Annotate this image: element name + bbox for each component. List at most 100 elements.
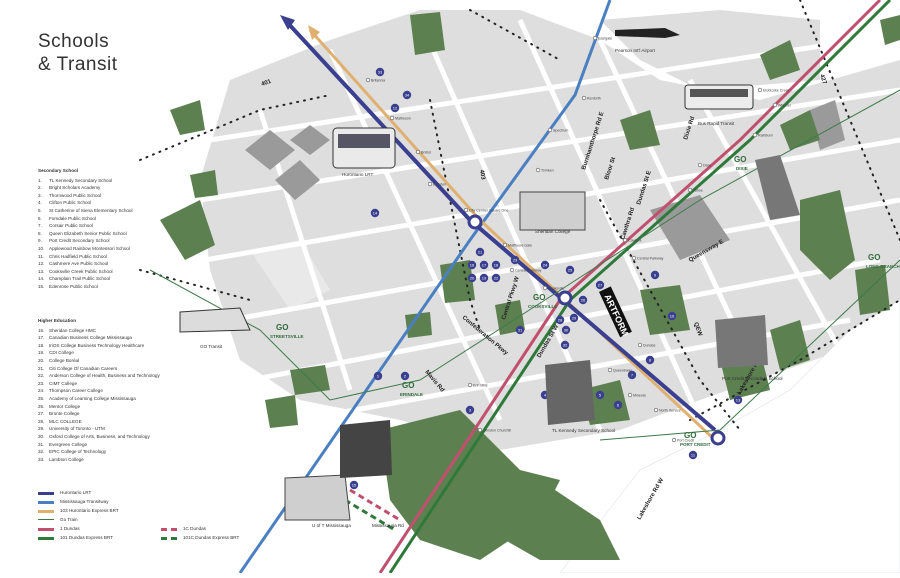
higher-ed-item: 17.Canadian Business College Mississauga <box>38 334 160 342</box>
transit-stop[interactable] <box>509 267 515 273</box>
school-badge[interactable] <box>465 405 475 415</box>
transit-stop[interactable] <box>687 187 693 193</box>
transit-stop[interactable] <box>653 407 659 413</box>
secondary-school-number: 10. <box>38 245 45 251</box>
higher-ed-name: Thompson Career College <box>49 388 103 394</box>
transit-stop[interactable] <box>547 127 553 133</box>
legend-swatch <box>38 537 54 540</box>
school-badge-number: 27 <box>598 283 603 288</box>
school-badge[interactable] <box>373 371 383 381</box>
school-badge[interactable] <box>540 260 550 270</box>
transit-stop[interactable] <box>671 437 677 443</box>
higher-ed-item: 18.triOS College Business Technology Hea… <box>38 342 160 350</box>
school-badge[interactable] <box>688 450 698 460</box>
school-badge[interactable] <box>627 370 637 380</box>
secondary-school-name: Thornwood Public School <box>49 192 102 198</box>
secondary-school-item: 12.Cashmere Ave Public School <box>38 260 133 268</box>
school-badge[interactable] <box>650 270 660 280</box>
school-badge[interactable] <box>595 390 605 400</box>
higher-ed-number: 24. <box>38 388 45 394</box>
school-badge[interactable] <box>613 400 623 410</box>
school-badge-number: 7 <box>631 373 634 378</box>
transit-stop[interactable] <box>631 255 637 261</box>
transit-stop[interactable] <box>502 242 508 248</box>
school-badge[interactable] <box>402 90 412 100</box>
secondary-school-number: 14. <box>38 276 45 282</box>
school-badge[interactable] <box>569 313 579 323</box>
higher-ed-number: 33. <box>38 456 45 462</box>
svg-text:GO: GO <box>402 381 414 390</box>
mississauga-rd-label: Mississauga Rd <box>372 523 404 528</box>
transit-stop[interactable] <box>637 342 643 348</box>
legend-swatch <box>38 501 54 504</box>
transit-stop[interactable] <box>772 102 778 108</box>
school-badge[interactable] <box>479 260 489 270</box>
school-badge[interactable] <box>491 273 501 283</box>
secondary-school-number: 7. <box>38 223 42 229</box>
transit-stop-label: Eglinton <box>433 183 446 187</box>
u-of-t-label: U of T Mississauga <box>312 523 351 528</box>
transit-stop[interactable] <box>427 181 433 187</box>
legend-label: 1C Dundas <box>183 526 206 531</box>
transit-stop[interactable] <box>415 149 421 155</box>
higher-ed-number: 17. <box>38 335 45 341</box>
secondary-school-item: 4.Clifton Public School <box>38 199 133 207</box>
transit-stop[interactable] <box>477 427 483 433</box>
secondary-school-item: 13.Cooksville Creek Public School <box>38 268 133 276</box>
legend-swatch <box>161 537 177 540</box>
school-badge[interactable] <box>565 265 575 275</box>
transit-stop[interactable] <box>607 367 613 373</box>
school-badge[interactable] <box>645 355 655 365</box>
school-badge[interactable] <box>733 395 743 405</box>
legend-swatch <box>161 528 177 531</box>
school-badge[interactable] <box>390 103 400 113</box>
school-badge[interactable] <box>467 260 477 270</box>
school-badge-number: 24 <box>543 263 548 268</box>
transit-stop[interactable] <box>697 162 703 168</box>
transit-stop[interactable] <box>467 382 473 388</box>
school-badge[interactable] <box>555 315 565 325</box>
school-badge[interactable] <box>491 260 501 270</box>
transit-stop-label: Port Credit <box>677 439 694 443</box>
transit-stop[interactable] <box>592 35 598 41</box>
school-badge[interactable] <box>561 325 571 335</box>
transit-stop[interactable] <box>535 167 541 173</box>
school-badge[interactable] <box>595 280 605 290</box>
school-badge[interactable] <box>667 311 677 321</box>
school-badge[interactable] <box>400 371 410 381</box>
school-badge[interactable] <box>510 255 520 265</box>
school-badge[interactable] <box>349 480 359 490</box>
transit-stop-label: North Service <box>659 409 681 413</box>
dundas-line <box>378 0 882 574</box>
school-badge[interactable] <box>475 247 485 257</box>
go-transit-label: GO Transit <box>200 344 223 349</box>
svg-text:DIXIE: DIXIE <box>736 166 748 171</box>
svg-text:COOKSVILLE: COOKSVILLE <box>528 304 557 309</box>
secondary-school-item: 2.Bright Scholars Academy <box>38 184 133 192</box>
school-badge[interactable] <box>479 273 489 283</box>
transit-stop[interactable] <box>389 115 395 121</box>
school-badge[interactable] <box>467 273 477 283</box>
school-badge[interactable] <box>560 340 570 350</box>
school-badge[interactable] <box>515 325 525 335</box>
transit-stop[interactable] <box>463 207 469 213</box>
school-badge[interactable] <box>375 67 385 77</box>
transit-stop-label: Central Parkway <box>515 269 542 273</box>
secondary-school-name: Clifton Public School <box>49 200 92 206</box>
higher-ed-name: Citi College Of Canadian Careers <box>49 365 118 371</box>
transit-stop[interactable] <box>542 285 548 291</box>
school-badge[interactable] <box>578 295 588 305</box>
transit-stop[interactable] <box>627 392 633 398</box>
school-badge[interactable] <box>370 208 380 218</box>
transit-stop[interactable] <box>365 77 371 83</box>
utm-building-icon <box>284 474 351 521</box>
hwy-427-label: 427 <box>818 74 827 86</box>
transit-stop[interactable] <box>622 237 628 243</box>
transit-stop[interactable] <box>752 132 758 138</box>
transit-stop[interactable] <box>757 87 763 93</box>
transit-stop[interactable] <box>581 95 587 101</box>
svg-text:GO: GO <box>276 323 288 332</box>
